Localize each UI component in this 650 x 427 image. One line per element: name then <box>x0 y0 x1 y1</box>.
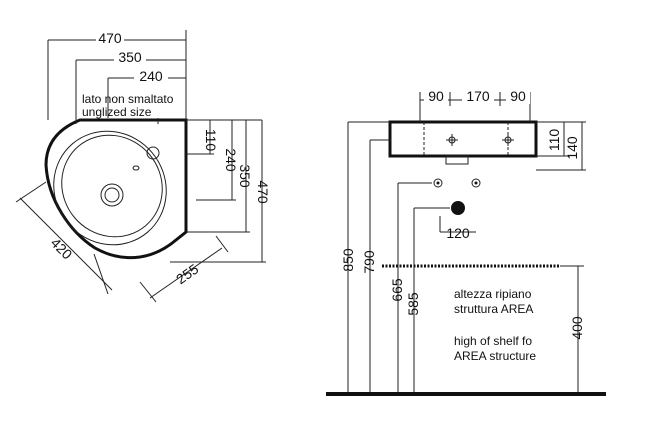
waste-outlet <box>451 201 465 215</box>
dim-585: 585 <box>405 292 421 316</box>
basin-front <box>388 120 538 158</box>
dim-420-diag: 420 <box>48 235 76 263</box>
elevation-view: 90 170 90 110 140 850 790 665 585 120 <box>326 88 606 396</box>
dim-350-side: 350 <box>237 164 253 188</box>
dim-120: 120 <box>446 225 470 241</box>
dim-470-top: 470 <box>98 30 122 46</box>
supply-point-left <box>433 178 443 188</box>
note-unglazed-it: lato non smaltato <box>82 92 174 106</box>
shelf-note-en-1: high of shelf fo <box>454 334 532 348</box>
dim-350-top: 350 <box>118 49 142 65</box>
dim-790: 790 <box>361 250 377 274</box>
dim-140: 140 <box>564 136 580 160</box>
dim-255-diag: 255 <box>173 261 201 288</box>
shelf-note-it-1: altezza ripiano <box>454 287 532 301</box>
dim-665: 665 <box>389 278 405 302</box>
shelf-note-it-2: struttura AREA <box>454 302 533 316</box>
dim-470-side: 470 <box>255 180 271 204</box>
tap-mark-right <box>502 134 514 146</box>
drain-outer <box>100 183 124 207</box>
note-unglazed-en: unglized size <box>82 105 152 119</box>
dim-400: 400 <box>569 316 585 340</box>
supply-point-right <box>471 178 481 188</box>
dim-240-side: 240 <box>223 148 239 172</box>
dim-240-top: 240 <box>139 68 163 84</box>
dim-90-left: 90 <box>428 88 444 104</box>
drain-inner <box>104 187 120 203</box>
dim-850: 850 <box>340 248 356 272</box>
overflow-slot <box>132 165 140 171</box>
drain-stub <box>445 155 469 165</box>
dim-110-side: 110 <box>203 129 219 152</box>
tap-mark-left <box>446 134 458 146</box>
bowl-inner <box>53 130 167 246</box>
dim-90-right: 90 <box>510 88 526 104</box>
dim-110: 110 <box>546 129 562 152</box>
tap-hole <box>146 146 160 160</box>
bowl-inner-2 <box>61 134 163 238</box>
plan-view: 470 350 240 lato non smaltato unglized s… <box>15 30 271 303</box>
dim-170: 170 <box>466 88 490 104</box>
shelf-note-en-2: AREA structure <box>454 349 536 363</box>
